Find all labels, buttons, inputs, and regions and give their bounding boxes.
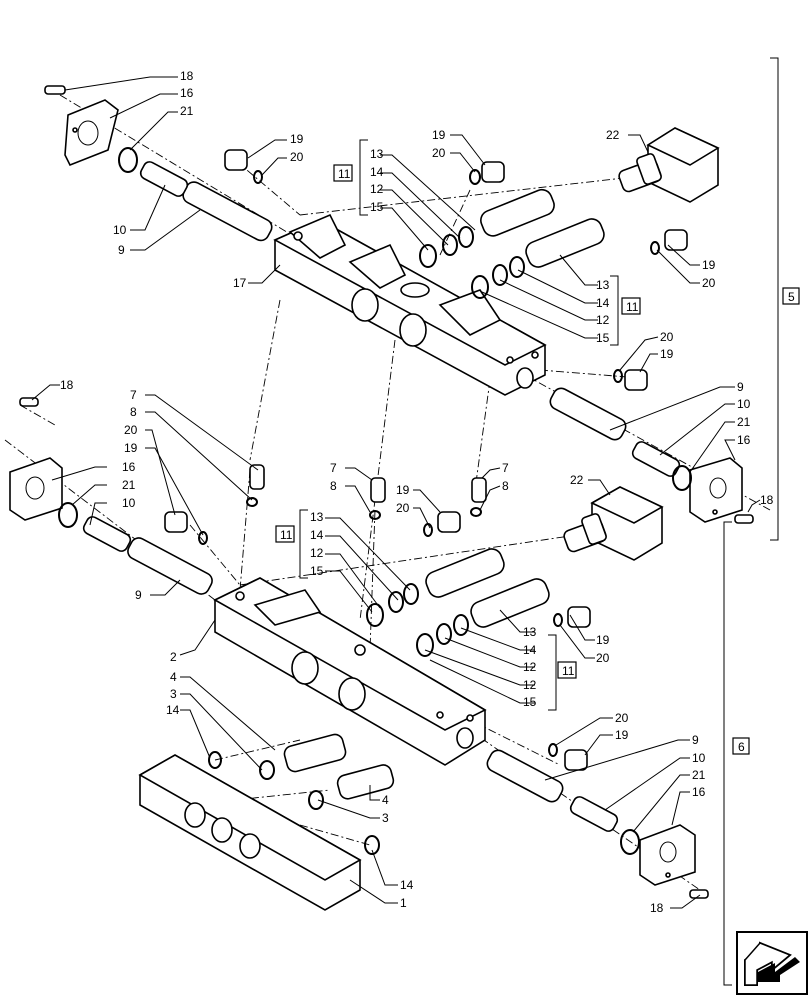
ref-9: 9 [692,733,699,747]
ref-11-upper: 11 [338,167,351,181]
ref-13: 13 [596,278,610,292]
ref-14: 14 [166,703,180,717]
ref-14: 14 [400,878,414,892]
ref-18: 18 [180,69,194,83]
ref-7: 7 [502,461,509,475]
ref-3: 3 [170,687,177,701]
end-cap-lower-right [639,824,696,886]
spools-upper [480,188,605,268]
ref-11-upper-right: 11 [626,300,639,314]
ref-14: 14 [310,528,324,542]
ref-18: 18 [650,901,664,915]
o-rings [58,147,692,855]
ref-10: 10 [122,496,136,510]
ref-20: 20 [660,330,674,344]
ref-15: 15 [310,564,324,578]
ref-20: 20 [596,651,610,665]
ref-20: 20 [290,150,304,164]
end-cap-lower-left [9,457,63,521]
ref-10: 10 [113,223,127,237]
ref-9: 9 [135,588,142,602]
ref-8: 8 [502,479,509,493]
ref-10: 10 [737,397,751,411]
ref-19: 19 [124,441,138,455]
ref-21: 21 [692,768,706,782]
ref-3: 3 [382,811,389,825]
ref-13: 13 [370,147,384,161]
end-cap-upper-right [689,457,743,523]
ref-20: 20 [396,501,410,515]
ref-18: 18 [60,378,74,392]
ref-19: 19 [596,633,610,647]
end-cap-upper-left [64,99,119,167]
ref-15: 15 [370,200,384,214]
ref-12: 12 [596,313,610,327]
ref-16: 16 [122,460,136,474]
springs [82,161,681,832]
ref-19: 19 [615,728,629,742]
ref-20: 20 [615,711,629,725]
ref-20: 20 [432,146,446,160]
ref-4: 4 [382,793,389,807]
ref-1: 1 [400,896,407,910]
ref-13: 13 [310,510,324,524]
ref-16: 16 [180,86,194,100]
ref-11-lower-right: 11 [562,664,575,678]
ref-20: 20 [124,423,138,437]
ref-21: 21 [180,104,194,118]
ref-14: 14 [523,643,537,657]
solenoid-lower [563,486,664,561]
ref-19: 19 [432,128,446,142]
navigation-arrow-icon[interactable] [736,931,808,995]
spools-lower [425,548,550,628]
ref-19: 19 [396,483,410,497]
ref-11-lower: 11 [280,528,293,542]
ref-12: 12 [370,182,384,196]
ref-20: 20 [702,276,716,290]
ref-19: 19 [290,132,304,146]
boxed-labels: 11 11 11 11 5 6 [275,164,800,755]
ref-16: 16 [737,433,751,447]
ref-22: 22 [570,473,584,487]
ref-14: 14 [596,296,610,310]
ref-8: 8 [330,479,337,493]
ref-19: 19 [660,347,674,361]
ref-6-group: 6 [738,740,745,754]
ref-10: 10 [692,751,706,765]
part-numbers: 18 16 21 10 9 19 20 13 14 12 15 19 20 22… [60,69,774,915]
ref-22: 22 [606,128,620,142]
plugs [164,149,688,771]
ref-17: 17 [233,276,247,290]
ref-7: 7 [330,461,337,475]
ref-12: 12 [523,660,537,674]
ref-15: 15 [523,695,537,709]
ref-9: 9 [737,380,744,394]
ref-2: 2 [170,650,177,664]
ref-9: 9 [118,243,125,257]
base-plate [138,754,362,911]
ref-15: 15 [596,331,610,345]
ref-13: 13 [523,625,537,639]
group-brackets [299,57,779,986]
lower-valve-body [213,577,487,766]
ref-19: 19 [702,258,716,272]
ref-18: 18 [760,493,774,507]
fittings [283,733,395,800]
ref-16: 16 [692,785,706,799]
ref-5-group: 5 [788,290,795,304]
ref-21: 21 [122,478,136,492]
ref-12: 12 [310,546,324,560]
leader-lines [31,76,761,909]
piston-shafts [127,181,627,803]
ref-7: 7 [130,388,137,402]
ref-4: 4 [170,670,177,684]
ref-14: 14 [370,165,384,179]
upper-valve-body [273,213,547,396]
ref-8: 8 [130,405,137,419]
solenoid-upper [618,127,720,203]
ref-21: 21 [737,415,751,429]
ref-12-dup: 12 [523,678,537,692]
